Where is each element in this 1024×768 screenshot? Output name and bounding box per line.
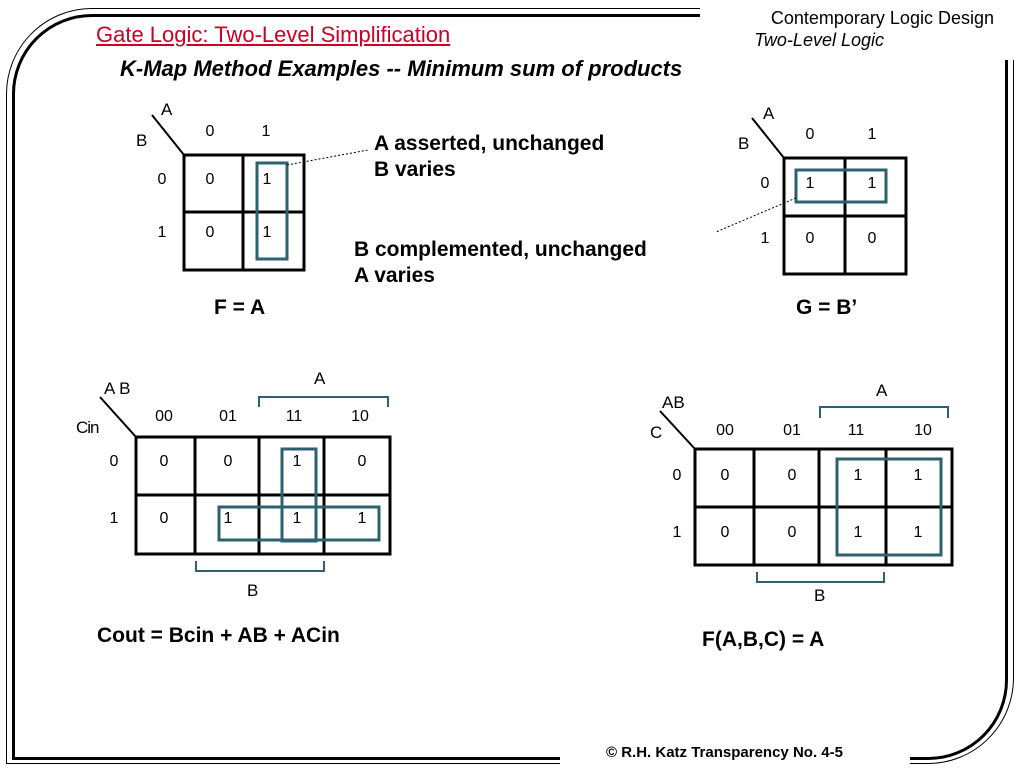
kmap3-cell: 0 [357, 453, 367, 470]
kmap3-bracket-b [195, 561, 325, 572]
kmap1-row-label: 1 [157, 224, 167, 241]
kmap3-bracket-a-label: A [314, 369, 326, 388]
kmap3-cell: 0 [159, 453, 169, 470]
kmap3-group-horizontal [217, 505, 381, 542]
kmap3-cell: 1 [292, 510, 302, 527]
kmap1-cell: 0 [205, 224, 215, 241]
kmap4-var-c: C [650, 423, 663, 442]
kmap3-cell: 0 [159, 510, 169, 527]
kmap4-row-label: 1 [672, 524, 682, 541]
kmap1-row-label: 0 [157, 171, 167, 188]
kmap1-var-a: A [161, 100, 173, 119]
kmap1-group [255, 161, 289, 261]
kmap3-col-label: 01 [219, 408, 237, 425]
kmap3-col-label: 10 [351, 408, 369, 425]
kmap4-bracket-b-label: B [814, 586, 826, 605]
kmap3-cell: 1 [223, 510, 233, 527]
kmap4-col-label: 11 [847, 422, 865, 439]
kmap4-bracket-a [819, 406, 949, 418]
kmap3-cell: 0 [223, 453, 233, 470]
kmap4-var-ab: AB [662, 393, 685, 412]
kmap3-col-label: 00 [155, 408, 173, 425]
kmap2-group [794, 168, 888, 204]
kmap4-cell: 0 [720, 524, 730, 541]
kmap1-note-2: B varies [374, 158, 456, 181]
slide-frame [12, 14, 1008, 760]
kmap2-cell: 1 [805, 175, 815, 192]
kmap4-col-label: 00 [716, 422, 734, 439]
kmap2-col-label: 0 [805, 126, 815, 143]
kmap2-col-label: 1 [867, 126, 877, 143]
kmap4-cell: 0 [787, 524, 797, 541]
kmap2-var-a: A [763, 104, 775, 123]
kmap2-equation: G = B’ [796, 296, 858, 319]
slide-title: Gate Logic: Two-Level Simplification [96, 22, 451, 47]
kmap3-equation: Cout = Bcin + AB + ACin [97, 624, 340, 647]
kmap4-group [835, 457, 943, 557]
kmap3-bracket-a [258, 396, 389, 407]
kmap2-cell: 0 [805, 230, 815, 247]
kmap4-equation: F(A,B,C) = A [702, 628, 825, 651]
kmap3-row-label: 0 [109, 453, 119, 470]
kmap4-row-label: 0 [672, 467, 682, 484]
kmap4-cell: 1 [913, 467, 923, 484]
kmap4-cell: 0 [787, 467, 797, 484]
kmap1-pointer [286, 149, 369, 166]
kmap4-cell: 1 [853, 524, 863, 541]
kmap1-var-b: B [136, 131, 148, 150]
slide-subtitle: K-Map Method Examples -- Minimum sum of … [120, 56, 683, 81]
kmap4-grid [659, 410, 954, 567]
kmap3-bracket-b-label: B [247, 581, 259, 600]
kmap1-col-label: 0 [205, 123, 215, 140]
kmap2-grid [751, 117, 908, 276]
kmap4-bracket-a-label: A [876, 381, 888, 400]
kmap1-grid [151, 114, 306, 272]
topic-name: Two-Level Logic [754, 30, 884, 50]
kmap3-col-label: 11 [285, 408, 303, 425]
kmap4-col-label: 01 [783, 422, 801, 439]
kmap4-cell: 1 [853, 467, 863, 484]
kmap3-var-cin: Cin [76, 418, 99, 437]
kmap2-pointer [715, 197, 797, 233]
frame-gap-top [700, 0, 1024, 60]
kmap4-col-label: 10 [914, 422, 932, 439]
footer-credit: © R.H. Katz Transparency No. 4-5 [600, 744, 849, 761]
kmap2-cell: 0 [867, 230, 877, 247]
kmap3-var-ab: A B [104, 379, 131, 398]
course-name: Contemporary Logic Design [770, 8, 994, 28]
kmap2-note-2: A varies [354, 264, 435, 287]
kmap4-cell: 1 [913, 524, 923, 541]
kmap3-row-label: 1 [109, 510, 119, 527]
kmap2-row-label: 0 [760, 175, 770, 192]
kmap2-var-b: B [738, 134, 750, 153]
slide-frame-outer [6, 8, 1014, 764]
kmap1-col-label: 1 [261, 123, 271, 140]
kmap3-cell: 1 [292, 453, 302, 470]
kmap2-note-1: B complemented, unchanged [354, 238, 647, 261]
kmap1-cell: 0 [205, 171, 215, 188]
kmap4-cell: 0 [720, 467, 730, 484]
kmap1-equation: F = A [214, 296, 266, 319]
kmap1-cell: 1 [262, 171, 272, 188]
kmap2-row-label: 1 [760, 230, 770, 247]
kmap3-grid [99, 396, 392, 556]
kmap4-bracket-b [756, 572, 885, 583]
kmap2-cell: 1 [867, 175, 877, 192]
kmap1-cell: 1 [262, 224, 272, 241]
kmap3-cell: 1 [357, 510, 367, 527]
kmap1-note-1: A asserted, unchanged [374, 132, 605, 155]
